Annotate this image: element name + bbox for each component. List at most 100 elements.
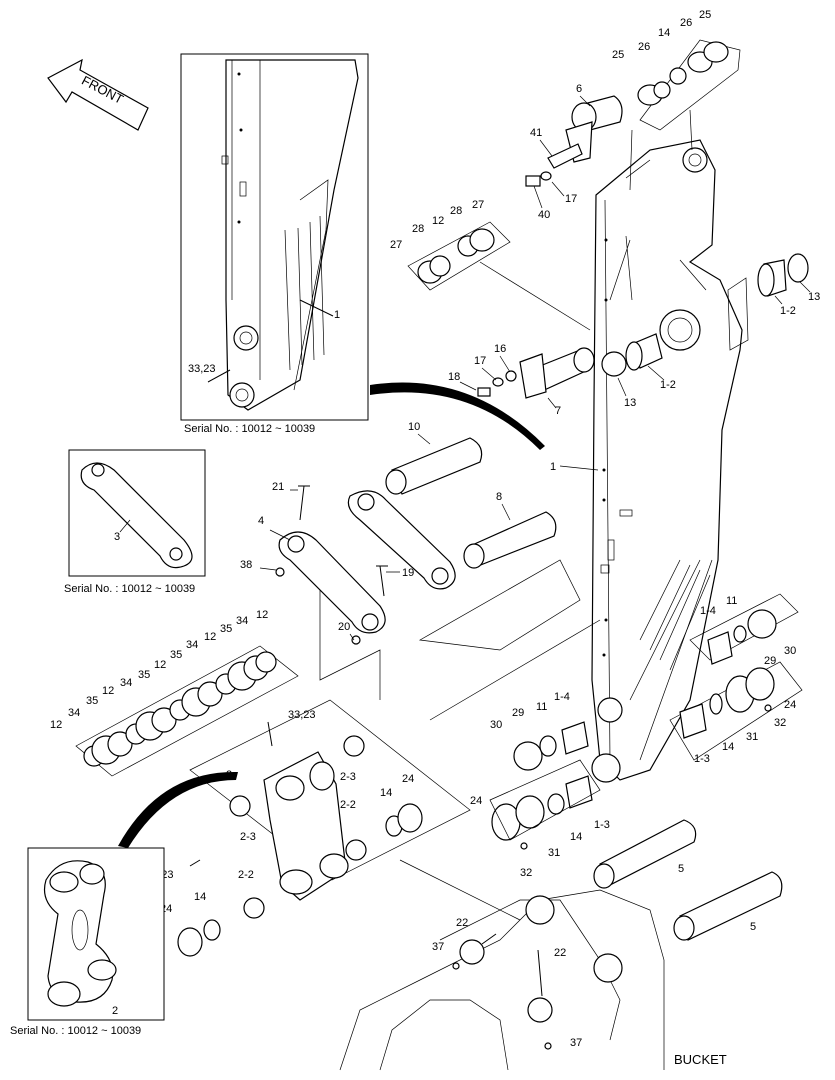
callout-14-top: 14: [658, 27, 670, 39]
callout-27-a: 27: [390, 239, 402, 251]
callout-30-right: 30: [784, 645, 796, 657]
callout-11-left: 11: [536, 701, 547, 713]
callout-18: 18: [448, 371, 460, 383]
link-detail-box: 3 Serial No. : 10012 ~ 10039: [64, 449, 206, 595]
callout-3: 3: [114, 531, 120, 543]
callout-11-right: 11: [726, 595, 737, 607]
callout-31-lower: 31: [548, 847, 560, 859]
callout-30-left: 30: [490, 719, 502, 731]
callout-1-4-right: 1-4: [700, 605, 716, 617]
callout-32-lower: 32: [520, 867, 532, 879]
callout-2-2-b: 2-2: [238, 869, 254, 881]
link-4: [347, 490, 456, 590]
link-arm-19-21: 21 4 38 19 20: [240, 481, 414, 645]
leader-1-b: [559, 465, 599, 471]
callout-24-lower: 24: [470, 795, 482, 807]
callout-27-b: 27: [472, 199, 484, 211]
callout-14-lower: 14: [570, 831, 582, 843]
callout-17-top: 17: [565, 193, 577, 205]
callout-37-a: 37: [432, 941, 444, 953]
callout-1-3-lower: 1-3: [594, 819, 610, 831]
callout-34-stack-d: 34: [236, 615, 248, 627]
bushing-group-27-28: 27 28 12 28 27: [390, 199, 591, 331]
callout-12-stack-d: 12: [204, 631, 216, 643]
callout-2-3-a: 2-3: [340, 771, 356, 783]
callout-35-stack-d: 35: [220, 623, 232, 635]
callout-1-4-left: 1-4: [554, 691, 570, 703]
callout-28-b: 28: [450, 205, 462, 217]
callout-14-right: 14: [722, 741, 734, 753]
serial-caption-boom: Serial No. : 10012 ~ 10039: [184, 423, 315, 435]
callout-37-b: 37: [570, 1037, 582, 1049]
callout-33-23-b: 33,23: [288, 709, 316, 721]
callout-6: 6: [576, 83, 582, 95]
callout-20: 20: [338, 621, 350, 633]
bolt-group-40-41-17: 41 17 40: [525, 127, 583, 221]
callout-1-3-right: 1-3: [694, 753, 710, 765]
callout-12-stack-e: 12: [256, 609, 268, 621]
callout-12-stack-c: 12: [154, 659, 166, 671]
callout-29-right: 29: [764, 655, 776, 667]
pin-5-b: 5: [673, 871, 783, 941]
callout-17-mid: 17: [474, 355, 486, 367]
boom-detail-box: 33,23 1 Serial No. : 10012 ~ 10039: [180, 53, 369, 435]
front-direction-arrow-icon: FRONT: [47, 58, 149, 131]
boom-lower-left-group: 30 29 11 1-4 24 14 1-3 31 32: [470, 691, 610, 879]
callout-12-stack-a: 12: [50, 719, 62, 731]
callout-14-left-lower: 14: [194, 891, 206, 903]
callout-16: 16: [494, 343, 506, 355]
leader-lines: [319, 559, 601, 921]
callout-1-a: 1: [334, 309, 340, 321]
callout-33-23-a: 33,23: [188, 363, 216, 375]
detail-pointer: [370, 382, 545, 450]
pin-7-group: 16 17 18 7 13 1-2: [448, 333, 676, 417]
callout-1-2-mid: 1-2: [660, 379, 676, 391]
callout-2-3-b: 2-3: [240, 831, 256, 843]
callout-1-b: 1: [550, 461, 556, 473]
callout-5-a: 5: [678, 863, 684, 875]
callout-28-a: 28: [412, 223, 424, 235]
callout-7: 7: [555, 405, 561, 417]
pin-6: 6: [565, 83, 623, 163]
callout-13-mid: 13: [624, 397, 636, 409]
callout-2-detail: 2: [112, 1005, 118, 1017]
callout-35-stack-b: 35: [138, 669, 150, 681]
bucket-label: BUCKET: [674, 1052, 727, 1067]
serial-caption-link: Serial No. : 10012 ~ 10039: [64, 583, 195, 595]
pin-10: 10: [385, 421, 483, 495]
boom-lower-right-group: 1-4 11 30 29 24 32 31 14 1-3: [669, 593, 803, 765]
rocker-link-assembly: 33,23 2 2-3 2-3 24 14 2-2 33,23 2-2 14 2…: [146, 699, 471, 957]
callout-34-stack-a: 34: [68, 707, 80, 719]
callout-5-b: 5: [750, 921, 756, 933]
callout-21: 21: [272, 481, 284, 493]
callout-22-b: 22: [554, 947, 566, 959]
callout-1-2-right: 1-2: [780, 305, 796, 317]
callout-24-right: 24: [784, 699, 796, 711]
callout-32-right: 32: [774, 717, 786, 729]
serial-caption-rocker: Serial No. : 10012 ~ 10039: [10, 1025, 141, 1037]
callout-2-2-a: 2-2: [340, 799, 356, 811]
main-boom: [591, 139, 743, 783]
callout-4: 4: [258, 515, 264, 527]
callout-25-left: 25: [612, 49, 624, 61]
shim-stack: 12 34 35 12 34 35 12 35 34 12 35 34 12: [50, 609, 299, 777]
callout-25-top: 25: [699, 9, 711, 21]
callout-12-a: 12: [432, 215, 444, 227]
bushing-1-2-right: 13 1-2: [727, 253, 820, 351]
callout-40: 40: [538, 209, 550, 221]
callout-26-left: 26: [638, 41, 650, 53]
callout-14-center: 14: [380, 787, 392, 799]
callout-31-right: 31: [746, 731, 758, 743]
callout-26-top: 26: [680, 17, 692, 29]
callout-24-center: 24: [402, 773, 414, 785]
callout-34-stack-b: 34: [120, 677, 132, 689]
callout-34-stack-c: 34: [186, 639, 198, 651]
callout-41: 41: [530, 127, 542, 139]
callout-8: 8: [496, 491, 502, 503]
boom-top-pin-group: 25 26 14 25 26: [612, 9, 741, 191]
callout-29-left: 29: [512, 707, 524, 719]
callout-38: 38: [240, 559, 252, 571]
callout-10: 10: [408, 421, 420, 433]
callout-13-right: 13: [808, 291, 820, 303]
